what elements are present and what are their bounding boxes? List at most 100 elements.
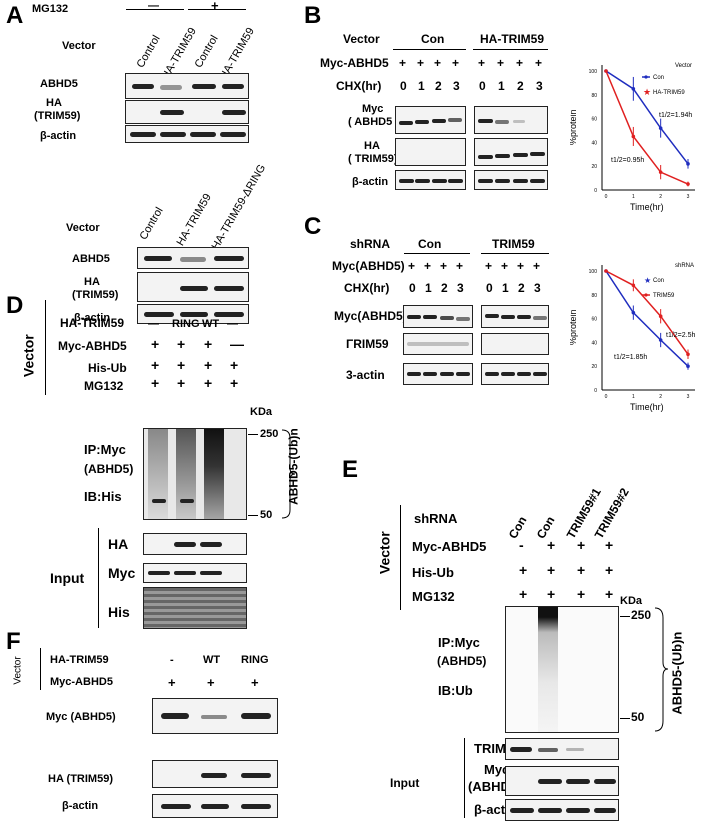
data-point <box>658 170 663 174</box>
mw-tick <box>620 718 630 719</box>
half-life-trim: t1/2=0.95h <box>611 157 644 164</box>
row-label: His-Ub <box>412 565 454 580</box>
blot-actin-trim <box>481 363 549 385</box>
plus-sign: + <box>207 675 215 690</box>
data-point <box>604 269 608 273</box>
mg132-label: MG132 <box>32 3 69 15</box>
divider <box>400 505 401 610</box>
plus-sign: + <box>485 259 493 273</box>
group-label: HA-TRIM59 <box>480 32 545 46</box>
row-label: Myc-ABHD5 <box>412 539 487 554</box>
ha-val: RING <box>172 318 200 330</box>
sign: + <box>151 375 160 391</box>
mw-tick <box>248 434 258 435</box>
ib-label: IB:His <box>84 489 122 504</box>
data-point <box>658 314 663 319</box>
group-underline <box>404 253 470 254</box>
blot-ha-trim <box>474 138 548 166</box>
sign: + <box>177 375 186 391</box>
time-value: 0 <box>409 281 416 295</box>
y-tick-label: 0 <box>594 388 597 394</box>
x-tick-label: 0 <box>605 394 608 400</box>
sign: + <box>547 562 556 578</box>
legend-title: Vector <box>675 63 692 69</box>
panel-e-vector-label: Vector <box>376 531 393 575</box>
row-label: CHX(hr) <box>344 281 390 295</box>
mg132-plus: + <box>211 0 219 13</box>
row-label: β-actin <box>62 800 99 812</box>
y-tick-label: 40 <box>591 340 597 346</box>
row-label: (TRIM59) <box>72 289 119 301</box>
blot-ubiquitin-e <box>505 606 619 733</box>
time-value: 2 <box>517 79 524 93</box>
x-tick-label: 2 <box>659 194 662 200</box>
group-underline <box>481 253 549 254</box>
row-label: MG132 <box>412 589 455 604</box>
x-tick-label: 0 <box>605 194 608 200</box>
blot-actin-trim <box>474 170 548 190</box>
row-label: ABHD5 <box>40 78 78 90</box>
panel-b-label: B <box>304 2 322 29</box>
row-label: HA (TRIM59) <box>48 773 113 785</box>
blot-actin-e <box>505 799 619 821</box>
time-value: 1 <box>425 281 432 295</box>
sign: + <box>177 336 186 352</box>
lane-label: HA-TRIM59-ΔRING <box>209 162 269 253</box>
legend-star: ★ <box>644 276 651 285</box>
row-label: HA-TRIM59 <box>60 316 125 330</box>
x-tick-label: 1 <box>632 394 635 400</box>
plus-sign: + <box>434 56 442 70</box>
sign: + <box>519 586 528 602</box>
time-value: 3 <box>536 79 543 93</box>
panel-c-label: C <box>304 213 322 240</box>
time-value: 2 <box>435 79 442 93</box>
blot-myc-con <box>395 106 466 134</box>
row-label: Myc-ABHD5 <box>50 676 113 688</box>
lane-label: Control <box>134 33 163 71</box>
half-life-trim: t1/2=2.5h <box>666 332 695 339</box>
row-label: HA <box>364 140 380 152</box>
y-tick-label: 20 <box>591 164 597 170</box>
time-value: 0 <box>486 281 493 295</box>
blot-trim59-trim <box>481 333 549 355</box>
legend-item: HA-TRIM59 <box>653 90 685 96</box>
sign: - <box>519 537 524 553</box>
panel-a-label: A <box>6 2 24 29</box>
shrna-label: shRNA <box>350 237 391 251</box>
blot-his-input <box>143 587 247 629</box>
data-point <box>686 352 690 357</box>
y-axis-label: %protein <box>570 309 578 345</box>
blot-ubiquitin <box>143 428 247 520</box>
row-label: ( ABHD5 ) <box>348 116 399 128</box>
mg132-plus-bar <box>188 9 246 10</box>
sign: + <box>577 586 586 602</box>
row-label: ( TRIM59) <box>348 153 398 165</box>
row-label: Myc-ABHD5 <box>320 56 389 70</box>
data-point <box>631 310 636 315</box>
y-tick-label: 80 <box>591 293 597 299</box>
panel-a-vector-label: Vector <box>62 40 96 52</box>
row-label: MG132 <box>84 379 124 393</box>
sign: + <box>204 336 213 352</box>
row-label: shRNA <box>414 511 458 526</box>
input-row: Myc <box>484 762 510 777</box>
sign: + <box>605 537 614 553</box>
blot-myc-trim <box>481 305 549 328</box>
plus-sign: + <box>408 259 416 273</box>
time-value: 3 <box>453 79 460 93</box>
blot-myc-con <box>403 305 473 328</box>
sign: + <box>230 357 239 373</box>
row-label: Myc-ABHD5 <box>58 339 127 353</box>
half-life-con: t1/2=1.94h <box>659 112 692 119</box>
time-value: 2 <box>518 281 525 295</box>
panel-a2-vector-label: Vector <box>66 222 100 234</box>
half-life-con: t1/2=1.85h <box>614 354 647 361</box>
panel-f-label: F <box>6 628 21 655</box>
plus-sign: + <box>501 259 509 273</box>
sign: + <box>577 537 586 553</box>
row-label: ΓRIM59 <box>346 337 389 351</box>
input-row: Myc <box>108 565 136 581</box>
ip-label: IP:Myc <box>438 635 480 650</box>
